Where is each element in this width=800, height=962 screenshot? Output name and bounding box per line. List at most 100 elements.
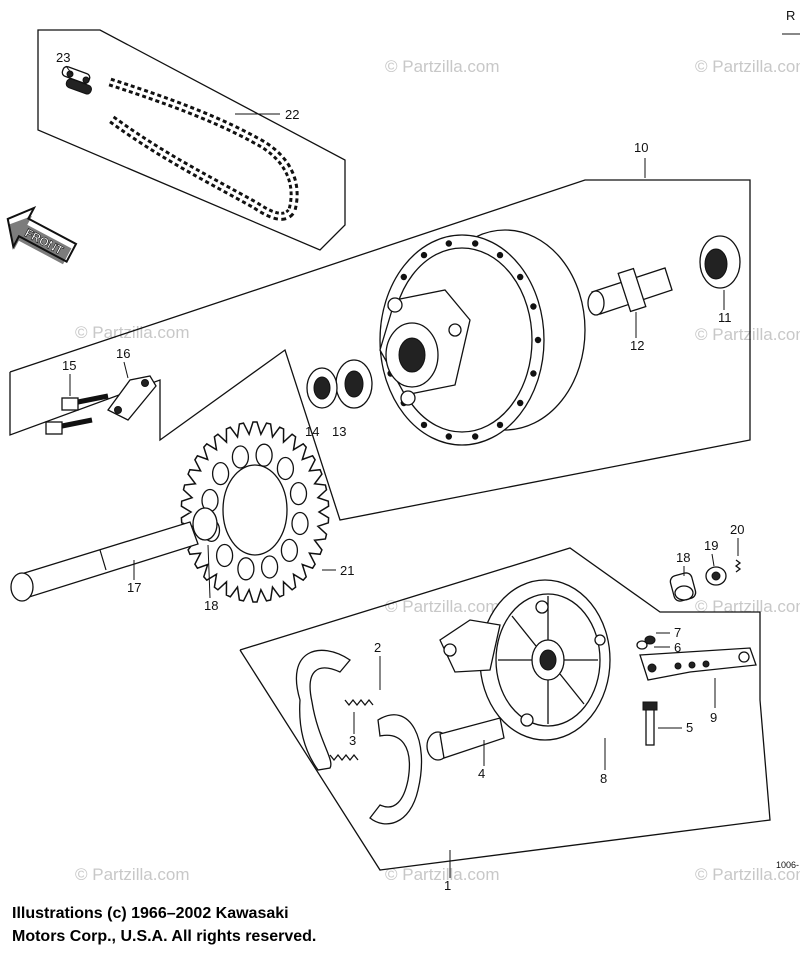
watermark: © Partzilla.com (385, 57, 500, 76)
brake-panel-stud (535, 600, 549, 614)
watermark: © Partzilla.com (695, 597, 800, 616)
spoke-hole (472, 240, 479, 247)
hub-bore-center (398, 337, 426, 373)
callout-6: 6 (674, 640, 681, 655)
front-arrow: FRONT (6, 206, 78, 265)
copyright-footer: Illustrations (c) 1966–2002 Kawasaki Mot… (12, 902, 432, 948)
spoke-hole (472, 433, 479, 440)
brake-arm-hole (647, 663, 657, 673)
sprocket-hole (215, 543, 234, 568)
callout-19: 19 (704, 538, 718, 553)
diagram-code: 1006- (776, 860, 799, 870)
spoke-hole (530, 370, 537, 377)
bolt-15 (45, 393, 109, 435)
sprocket-group: 21 (180, 421, 354, 603)
hub-stud (387, 297, 403, 313)
brake-shoe-2-upper (295, 649, 351, 771)
watermark: © Partzilla.com (385, 865, 500, 884)
brake-panel-arm (439, 619, 501, 673)
bearing-13-inner (344, 370, 364, 398)
spoke-hole (496, 421, 504, 429)
spoke-hole (420, 421, 428, 429)
bolt-15-head (61, 397, 79, 411)
brake-arm-hole (688, 661, 696, 669)
spacer-12-collar (617, 267, 647, 313)
front-arrow-shadow (9, 216, 72, 265)
brake-panel-arm-hole (443, 643, 457, 657)
callout-22: 22 (285, 107, 299, 122)
bolt-5 (645, 704, 655, 746)
brake-cam-4-shaft (439, 717, 505, 759)
callout-17: 17 (127, 580, 141, 595)
axle-group: 17 18 (10, 507, 218, 613)
chain-box (37, 29, 346, 251)
sprocket-holes (201, 443, 309, 581)
spoke-hole (517, 273, 524, 281)
sprocket-hole (255, 443, 273, 467)
drive-chain (107, 77, 299, 221)
leader-16 (123, 361, 129, 379)
master-link-plate (65, 78, 92, 95)
hub-stud (448, 323, 462, 337)
spoke-hole (420, 251, 428, 259)
spoke-hole (534, 336, 542, 344)
bolt-15-shank (77, 393, 109, 405)
brake-box (239, 547, 771, 871)
lock-plate-hole (114, 406, 122, 414)
hub-box (9, 179, 751, 521)
sprocket-hole (276, 456, 295, 481)
spacer-12-end (587, 290, 605, 316)
hub-group: 10 11 12 13 14 (9, 140, 751, 521)
leader-23 (65, 65, 73, 75)
brake-panel-bore (539, 649, 557, 671)
callout-23: 23 (56, 50, 70, 65)
collar-18-end (674, 585, 694, 601)
sprocket-hole (211, 461, 230, 486)
axle-17 (17, 521, 199, 599)
callout-16: 16 (116, 346, 130, 361)
axle-step (99, 549, 107, 571)
copyright-line-2: Motors Corp., U.S.A. All rights reserved… (12, 928, 317, 945)
sprocket-hole (280, 538, 299, 563)
sprocket-hole (260, 555, 279, 579)
sprocket-hole (289, 481, 308, 506)
watermark: © Partzilla.com (75, 865, 190, 884)
callout-11: 11 (718, 310, 732, 325)
callout-14: 14 (305, 424, 319, 439)
corner-mark: R (786, 8, 795, 23)
lock-plate-hole (141, 379, 149, 387)
spoke-hole (445, 433, 452, 440)
callout-5: 5 (686, 720, 693, 735)
callout-8: 8 (600, 771, 607, 786)
adjuster-group: 18 19 20 (669, 522, 744, 602)
bolt-15b-shank (61, 417, 93, 429)
bolt-5-head (642, 701, 658, 711)
leader-18-lower (207, 544, 211, 599)
spoke-hole (496, 251, 504, 259)
brake-spring-3 (344, 698, 374, 707)
callout-20: 20 (730, 522, 744, 537)
brake-arm-pivot (738, 651, 750, 663)
watermark: © Partzilla.com (695, 865, 800, 884)
callout-1: 1 (444, 878, 451, 893)
callout-13: 13 (332, 424, 346, 439)
spoke-hole (517, 399, 524, 407)
callout-4: 4 (478, 766, 485, 781)
brake-panel-stud (594, 634, 606, 646)
callout-12: 12 (630, 338, 644, 353)
sprocket-hole (237, 557, 255, 581)
pin-20 (734, 559, 742, 573)
watermark: © Partzilla.com (385, 597, 500, 616)
copyright-line-1: Illustrations (c) 1966–2002 Kawasaki (12, 905, 289, 922)
hub-stud (400, 390, 416, 406)
bearing-11-inner (704, 248, 728, 280)
nut-7 (644, 635, 656, 645)
leader-19 (711, 553, 715, 567)
watermarks: © Partzilla.com © Partzilla.com © Partzi… (75, 57, 800, 884)
brake-arm-9 (639, 647, 757, 681)
washer-6 (636, 640, 648, 650)
spoke-hole (400, 273, 407, 281)
watermark: © Partzilla.com (75, 323, 190, 342)
callout-2: 2 (374, 640, 381, 655)
